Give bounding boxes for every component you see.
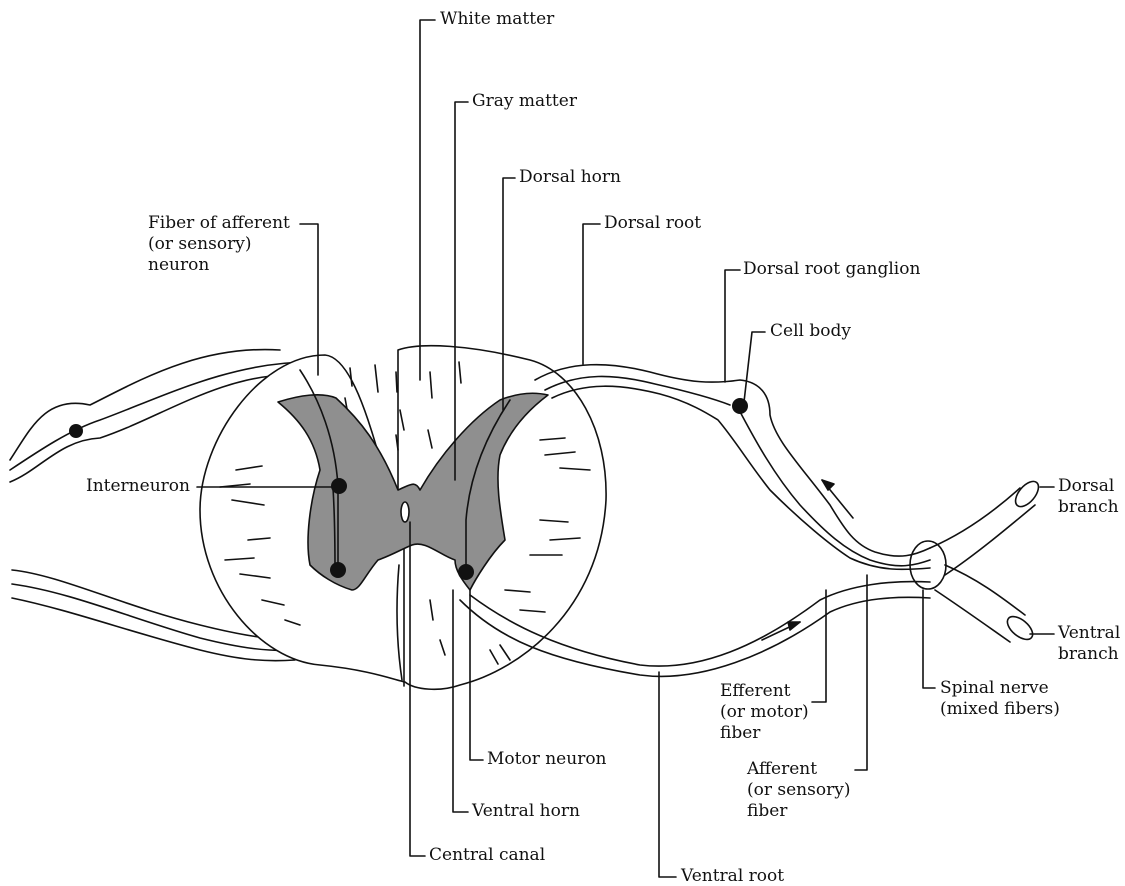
label-afferent-fiber: Afferent (or sensory) fiber	[747, 759, 850, 822]
label-dorsal-branch: Dorsal branch	[1058, 476, 1119, 518]
ventral-branch-end	[1003, 612, 1036, 644]
label-motor-neuron: Motor neuron	[487, 749, 607, 770]
label-gray-matter: Gray matter	[472, 91, 577, 112]
afferent-terminal-cell-body	[330, 562, 346, 578]
leader-white-matter	[420, 20, 435, 380]
label-spinal-nerve: Spinal nerve (mixed fibers)	[940, 678, 1060, 720]
left-ganglion-cell-body	[69, 424, 83, 438]
label-central-canal: Central canal	[429, 845, 545, 866]
label-ventral-branch: Ventral branch	[1058, 623, 1120, 665]
label-ventral-horn: Ventral horn	[472, 801, 580, 822]
label-dorsal-horn: Dorsal horn	[519, 167, 621, 188]
central-canal-shape	[401, 502, 409, 522]
leader-spinal-nerve	[923, 590, 935, 688]
leader-ventral-root	[659, 672, 676, 877]
leader-dorsal-root-ganglion	[725, 270, 740, 382]
leader-dorsal-root	[583, 224, 600, 364]
label-dorsal-root: Dorsal root	[604, 213, 701, 234]
dorsal-branch-upper	[930, 488, 1020, 548]
leader-efferent	[812, 590, 826, 702]
ventral-branch-upper	[945, 565, 1025, 615]
label-interneuron: Interneuron	[86, 476, 190, 497]
leader-fiber-afferent	[300, 224, 318, 375]
interneuron-cell-body	[331, 478, 347, 494]
label-cell-body: Cell body	[770, 321, 851, 342]
leader-cell-body	[744, 332, 765, 402]
label-efferent-fiber: Efferent (or motor) fiber	[720, 681, 809, 744]
label-ventral-root: Ventral root	[681, 866, 784, 886]
dorsal-branch-end	[1011, 477, 1043, 510]
motor-neuron-cell-body	[458, 564, 474, 580]
ganglion-cell-body	[732, 398, 748, 414]
dorsal-branch-lower	[945, 505, 1035, 575]
ventral-branch-lower	[935, 590, 1010, 642]
label-fiber-afferent: Fiber of afferent (or sensory) neuron	[148, 213, 290, 276]
label-dorsal-root-ganglion: Dorsal root ganglion	[743, 259, 920, 280]
leader-afferent-fiber	[855, 575, 867, 770]
label-white-matter: White matter	[440, 9, 554, 30]
